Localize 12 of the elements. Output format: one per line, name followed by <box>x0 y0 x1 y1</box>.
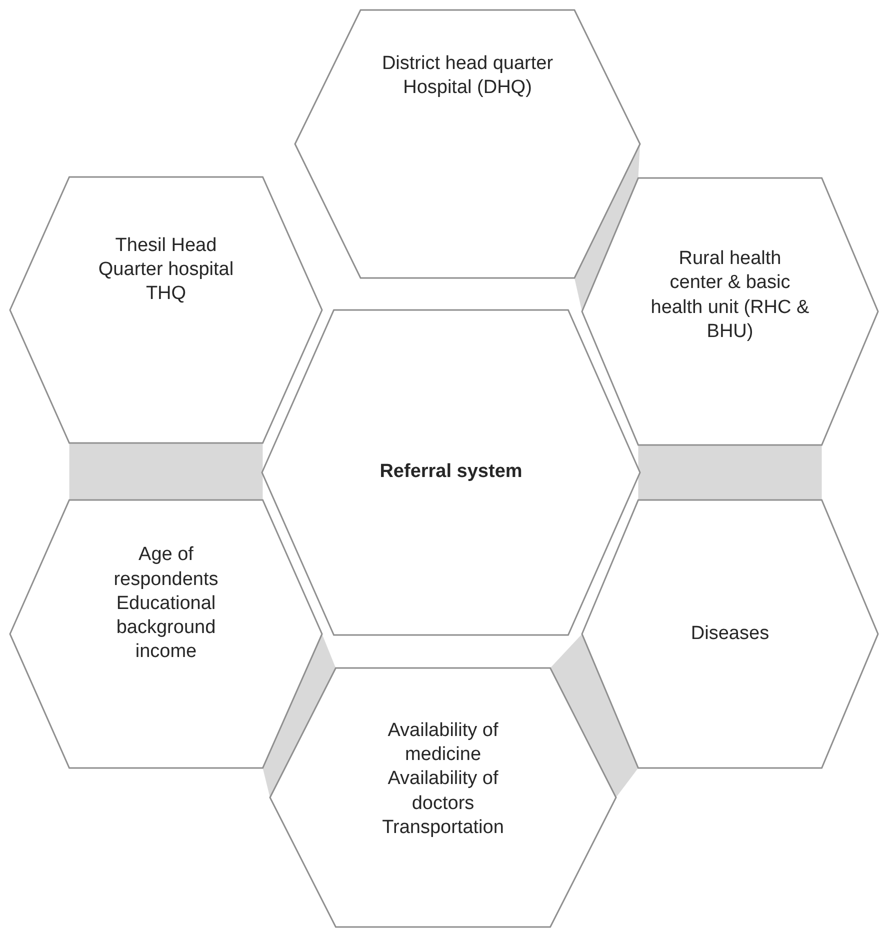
node-text: Age of respondents Educational background income <box>112 543 220 664</box>
connector-band <box>69 443 263 500</box>
node-text: Thesil Head Quarter hospital THQ <box>97 234 235 306</box>
connector-band <box>574 144 640 312</box>
connector-band <box>638 445 822 500</box>
connector-band <box>262 634 336 798</box>
node-text: Referral system <box>380 460 522 484</box>
node-text: Rural health center & basic health unit (RHC & BHU) <box>650 246 810 344</box>
connector-band <box>550 634 638 798</box>
node-text: District head quarter Hospital (DHQ) <box>380 52 554 100</box>
node-text: Availability of medicine Availability of doctors Transportation <box>381 718 505 840</box>
node-text: Diseases <box>690 622 770 646</box>
